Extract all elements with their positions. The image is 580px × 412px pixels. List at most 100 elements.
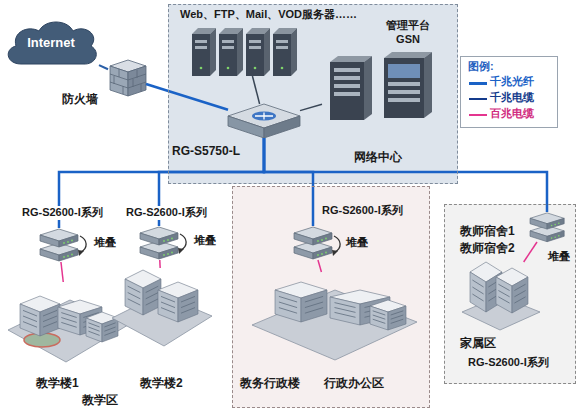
server-icons-part	[227, 67, 230, 70]
node-label: RG-S2600-I系列	[20, 206, 105, 220]
access-switch: RG-S2600-I系列堆叠	[40, 228, 78, 262]
building: 教师宿舍1教师宿舍2	[462, 262, 540, 330]
server-icons-part	[222, 46, 234, 49]
gsn-cabinets-part	[388, 64, 420, 78]
server-icons-part	[273, 34, 291, 76]
server-icons-part	[276, 46, 288, 49]
internet-cloud: Internet	[3, 18, 99, 68]
area-label: 教学区	[80, 393, 120, 408]
server-icons-part	[276, 40, 288, 43]
gsn-cabinets-part	[424, 52, 432, 118]
server-icons-part	[249, 46, 261, 49]
stack-arrows-part	[180, 234, 186, 250]
core-switch-icon-part	[252, 112, 276, 121]
node-label: RG-S2600-I系列	[320, 204, 405, 218]
gsn-cabinets-part	[388, 90, 420, 94]
server-icons-part	[192, 34, 210, 76]
network-link	[159, 260, 161, 268]
core-switch: RG-S5750-L	[228, 104, 300, 138]
admin-region: 行政办公区RG-S2600-I系列堆叠教务行政楼	[232, 186, 430, 408]
stack-arrowheads-part	[78, 250, 84, 256]
access-switch: RG-S2600-I系列堆叠	[294, 226, 332, 260]
gsn-cabinets-part	[388, 98, 420, 102]
stack-arrowheads-part	[178, 248, 184, 254]
stack-arrows	[80, 234, 340, 252]
node-label: 堆叠	[546, 250, 572, 264]
admin-building-part	[275, 282, 327, 322]
gsn-cabinets-part	[330, 62, 364, 120]
node-label: RG-S2600-I系列	[124, 206, 209, 220]
gsn-cabinets-part	[334, 76, 360, 80]
teaching-building-2-part	[125, 270, 161, 315]
firewall-icon	[110, 60, 146, 96]
legend-line-sample	[469, 114, 487, 116]
network-link	[318, 260, 321, 272]
server-icons	[192, 28, 297, 76]
network-link	[264, 138, 313, 226]
admin-building	[252, 282, 417, 360]
gsn-cabinets-part	[364, 56, 372, 120]
dorm-building	[462, 262, 540, 330]
server-icons-part	[264, 28, 270, 76]
node-label: 网络中心	[352, 150, 404, 165]
network-link	[524, 242, 537, 262]
server-icons-part	[200, 67, 203, 70]
stack-arrowheads-part	[332, 250, 338, 256]
node-label: RG-S2600-I系列	[466, 356, 551, 370]
node-label: Web、FTP、Mail、VOD服务器……	[178, 8, 359, 22]
gsn-cabinets	[330, 52, 432, 120]
teaching-building-1-part	[86, 312, 118, 342]
server-icons-part	[249, 40, 261, 43]
building: 教学楼1	[8, 282, 128, 364]
access-switch: 堆叠RG-S2600-I系列	[530, 212, 564, 242]
region-fill	[168, 4, 576, 408]
gsn-cabinets-part	[388, 82, 420, 86]
server-icons-part	[195, 40, 207, 43]
legend-line-sample	[469, 82, 487, 85]
network-link	[300, 104, 322, 110]
access-switch-icons-part	[294, 227, 332, 259]
node-label: 堆叠	[92, 236, 118, 250]
access-switch-icons-part	[40, 229, 78, 261]
access-switch-icons	[40, 213, 564, 261]
node-label: 防火墙	[60, 92, 100, 107]
node-label: 家属区	[458, 336, 498, 351]
node-label: Internet	[27, 35, 75, 51]
node-label: 堆叠	[192, 234, 218, 248]
legend-text: 千兆电缆	[490, 91, 534, 105]
legend-line-sample	[469, 98, 487, 100]
server-icons-part	[291, 28, 297, 76]
gsn-cabinets-part	[384, 52, 432, 58]
server-icons-part	[254, 67, 257, 70]
server-icons-part	[237, 28, 243, 76]
dorm-region: 家属区教师宿舍1教师宿舍2堆叠RG-S2600-I系列	[444, 204, 576, 384]
region-fill-part	[232, 186, 430, 408]
server-icons-part	[222, 40, 234, 43]
gsn-platform: 管理平台 GSN	[322, 52, 442, 122]
node-label: 教学楼1	[34, 376, 81, 391]
teaching-building-2	[112, 270, 212, 346]
teaching-building-1	[8, 296, 128, 362]
access-switch: RG-S2600-I系列堆叠	[140, 226, 178, 260]
building: 教学楼2	[112, 268, 212, 348]
region-fill-part	[168, 4, 458, 184]
core-switch-icon	[228, 104, 300, 138]
node-label: 堆叠	[344, 236, 370, 250]
legend-title: 图例:	[466, 60, 496, 74]
gsn-cabinets-part	[334, 84, 360, 88]
network-link	[61, 262, 63, 282]
cloud-outline	[8, 22, 96, 64]
gsn-cabinets-part	[334, 68, 360, 72]
gsn-cabinets-part	[334, 92, 360, 96]
server-group: Web、FTP、Mail、VOD服务器……	[190, 26, 302, 76]
legend-text: 百兆电缆	[490, 107, 534, 121]
node-label: 教师宿舍2	[458, 241, 517, 256]
server-icons-part	[195, 46, 207, 49]
network-link	[146, 84, 228, 110]
teaching-building-2-part	[158, 282, 198, 322]
firewall-icon-part	[110, 69, 146, 94]
teaching-building-1-part	[20, 296, 60, 336]
server-icons-part	[210, 28, 216, 76]
stack-arrows-part	[80, 236, 86, 252]
